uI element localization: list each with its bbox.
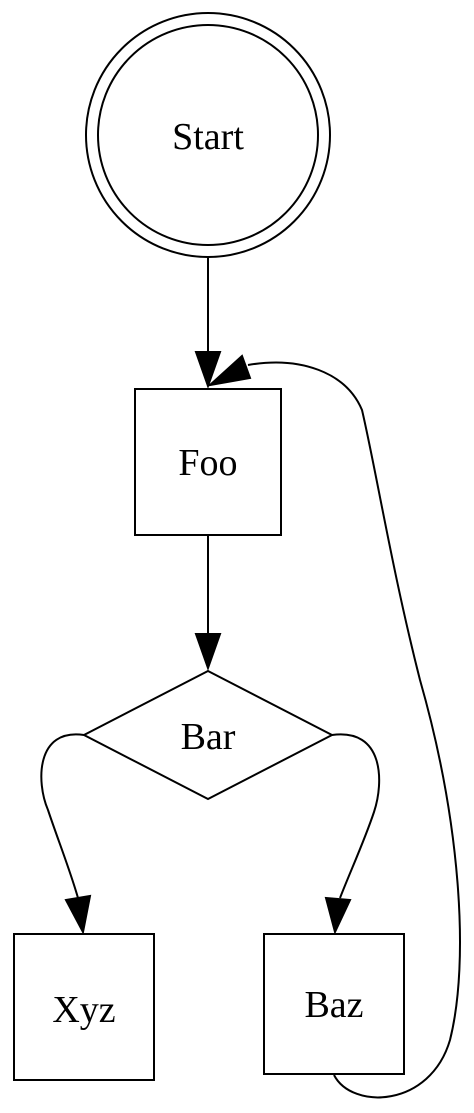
node-label-foo: Foo <box>178 442 237 484</box>
arrowhead-baz-to-foo <box>206 354 252 387</box>
node-xyz: Xyz <box>13 933 155 1081</box>
foo-box <box>134 388 282 536</box>
node-label-bar: Bar <box>181 716 236 758</box>
bar-diamond <box>81 669 335 801</box>
xyz-box <box>13 933 155 1081</box>
arrowhead-bar-to-xyz <box>64 894 92 935</box>
node-label-xyz: Xyz <box>52 989 115 1031</box>
node-baz: Baz <box>263 933 405 1075</box>
node-label-baz: Baz <box>304 984 363 1026</box>
edge-bar-to-xyz <box>40 733 85 899</box>
node-label-start: Start <box>172 116 244 158</box>
node-bar: Bar <box>81 669 335 801</box>
nodes: Start Foo Bar Xyz Baz <box>13 12 405 1081</box>
node-foo: Foo <box>134 388 282 536</box>
arrowhead-start-to-foo <box>194 351 222 390</box>
edge-baz-to-foo <box>247 361 461 1099</box>
arrowhead-bar-to-baz <box>324 896 352 935</box>
node-start: Start <box>85 12 331 258</box>
edge-bar-to-baz <box>331 733 381 899</box>
start-inner-circle <box>97 24 319 246</box>
arrowhead-foo-to-bar <box>194 633 222 672</box>
baz-box <box>263 933 405 1075</box>
edges <box>40 258 461 1099</box>
